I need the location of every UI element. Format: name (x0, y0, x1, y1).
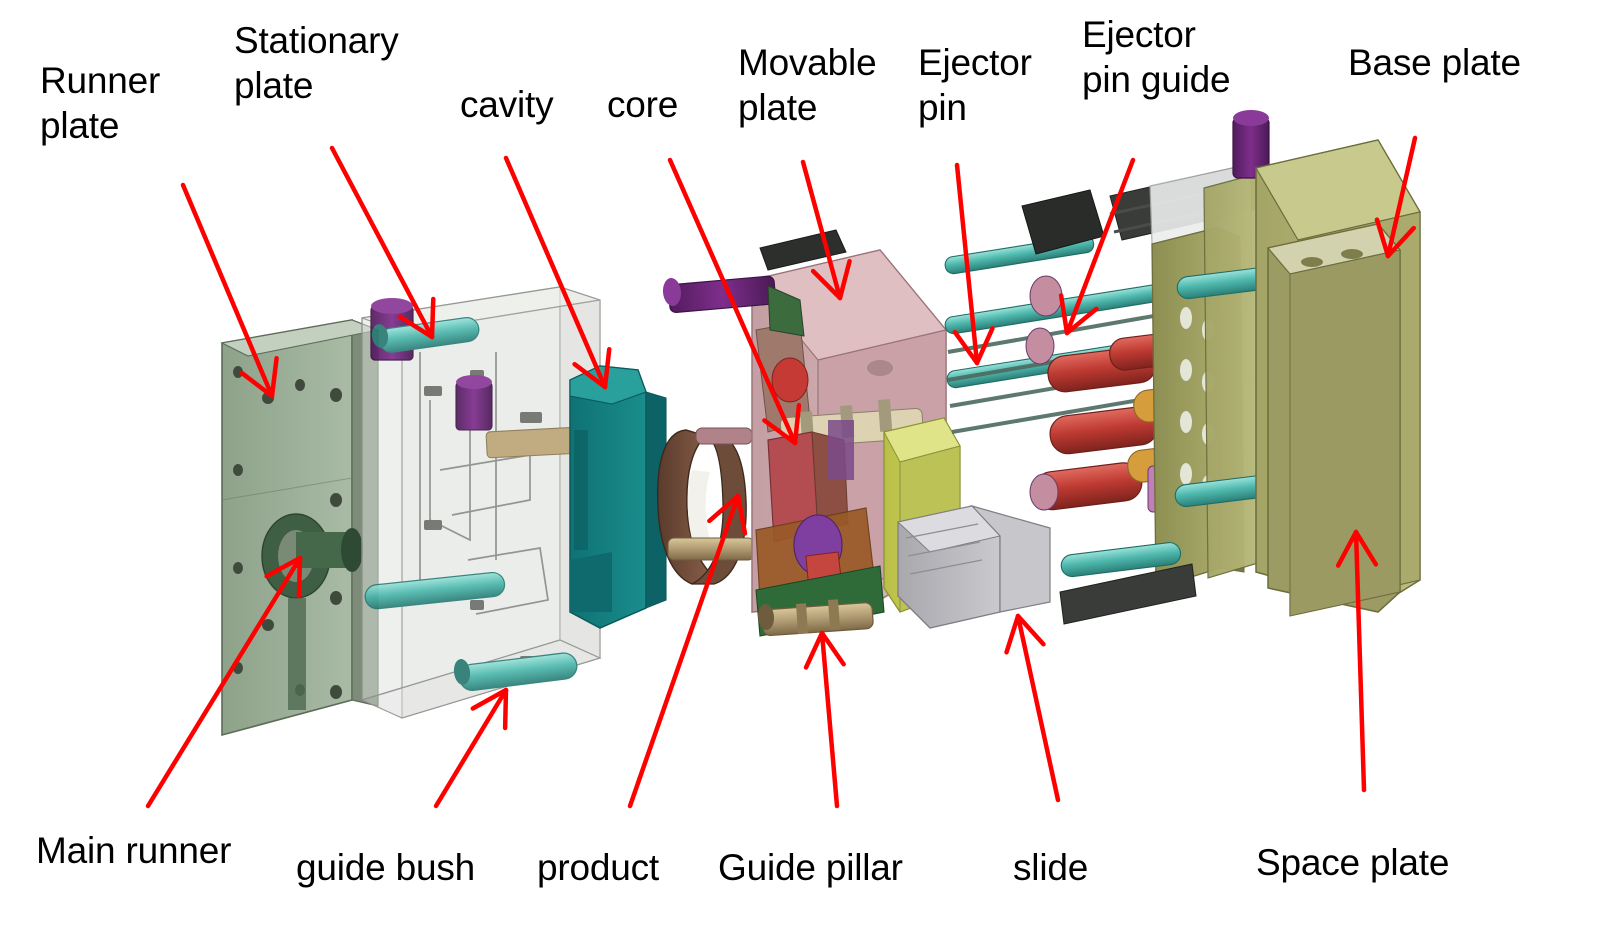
product-part (656, 427, 755, 585)
runner-plate-part (220, 319, 380, 737)
label-stationary-plate: Stationary plate (234, 20, 399, 107)
ejector-pack (1021, 110, 1274, 625)
space-base-plate-group (1255, 139, 1421, 617)
label-guide-bush: guide bush (296, 847, 476, 888)
label-slide: slide (1013, 847, 1089, 888)
label-product: product (537, 847, 660, 888)
label-main-runner: Main runner (36, 830, 232, 871)
guide-pillar-part (757, 599, 874, 637)
label-base-plate: Base plate (1348, 42, 1521, 83)
label-core: core (607, 84, 679, 125)
label-cavity: cavity (460, 84, 554, 125)
label-runner-plate: Runner plate (40, 60, 161, 147)
ejector-pin-guide-part (1025, 271, 1209, 513)
label-space-plate: Space plate (1256, 842, 1450, 883)
label-ejector-pin: Ejector pin (918, 42, 1032, 129)
sprue-bush-mid (455, 375, 493, 431)
guide-bush-mid (364, 571, 506, 610)
movable-plate-part (662, 229, 1051, 637)
label-movable-plate: Movable plate (738, 42, 877, 129)
sprue-bush-right (1232, 110, 1270, 179)
slide-part (896, 504, 1051, 629)
label-guide-pillar: Guide pillar (718, 847, 903, 888)
guide-bush-lower (453, 652, 578, 691)
cavity-part (569, 365, 667, 629)
label-ejector-pin-guide: Ejector pin guide (1082, 14, 1231, 101)
